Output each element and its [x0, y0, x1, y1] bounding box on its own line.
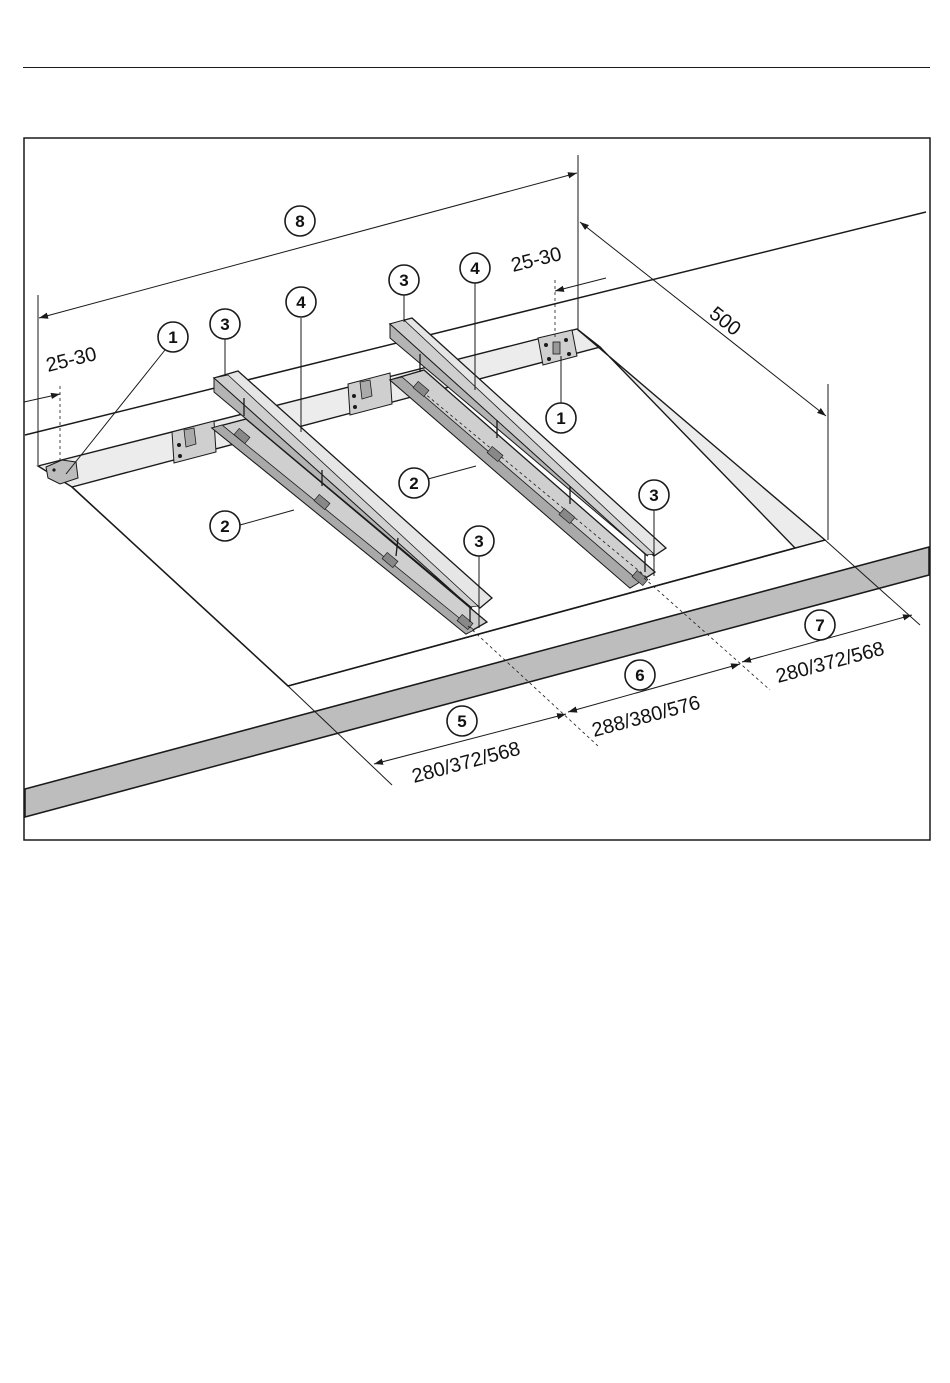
dim-text-6: 288/380/576 — [590, 692, 703, 742]
dim-text-depth: 500 — [705, 303, 745, 341]
svg-text:3: 3 — [399, 271, 408, 290]
diagram-frame — [24, 138, 930, 840]
svg-text:2: 2 — [220, 517, 229, 536]
dim-line-500 — [580, 222, 826, 416]
callout-3-bottom-right: 3 — [639, 480, 669, 510]
cutout-left-edge — [38, 466, 288, 686]
dim-line-gap-right — [555, 278, 606, 291]
svg-text:5: 5 — [457, 712, 466, 731]
callout-3-bottom-left: 3 — [464, 526, 494, 556]
svg-text:3: 3 — [474, 532, 483, 551]
dim-text-7: 280/372/568 — [774, 638, 887, 688]
callout-1-right: 1 — [546, 403, 576, 433]
callout-6: 6 — [625, 660, 655, 690]
callout-2-right: 2 — [399, 468, 429, 498]
bracket-left-rail — [172, 421, 216, 463]
bracket-right-corner — [538, 330, 577, 365]
svg-text:1: 1 — [556, 409, 565, 428]
svg-text:6: 6 — [635, 666, 644, 685]
dim-text-gap-left: 25-30 — [44, 343, 99, 377]
callout-8: 8 — [285, 206, 315, 236]
callout-3-top-left: 3 — [210, 309, 240, 339]
leader-2-right — [428, 466, 476, 479]
svg-text:1: 1 — [168, 328, 177, 347]
svg-text:7: 7 — [815, 616, 824, 635]
svg-text:4: 4 — [296, 293, 306, 312]
callout-7: 7 — [805, 610, 835, 640]
svg-text:2: 2 — [409, 474, 418, 493]
callout-4-left: 4 — [286, 287, 316, 317]
callout-4-right: 4 — [460, 253, 490, 283]
leader-2-left — [240, 510, 294, 525]
bracket-right-rail — [348, 373, 392, 415]
callout-3-top-right: 3 — [389, 265, 419, 295]
svg-text:3: 3 — [649, 486, 658, 505]
dim-text-5: 280/372/568 — [410, 738, 523, 788]
svg-text:3: 3 — [220, 315, 229, 334]
svg-text:4: 4 — [470, 259, 480, 278]
callout-5: 5 — [447, 706, 477, 736]
svg-text:8: 8 — [295, 212, 304, 231]
rail-lower-left — [212, 419, 487, 634]
callout-1-left: 1 — [158, 322, 188, 352]
dim-line-gap-left — [24, 394, 60, 402]
callout-2-left: 2 — [210, 511, 240, 541]
dim-text-gap-right: 25-30 — [509, 243, 564, 277]
